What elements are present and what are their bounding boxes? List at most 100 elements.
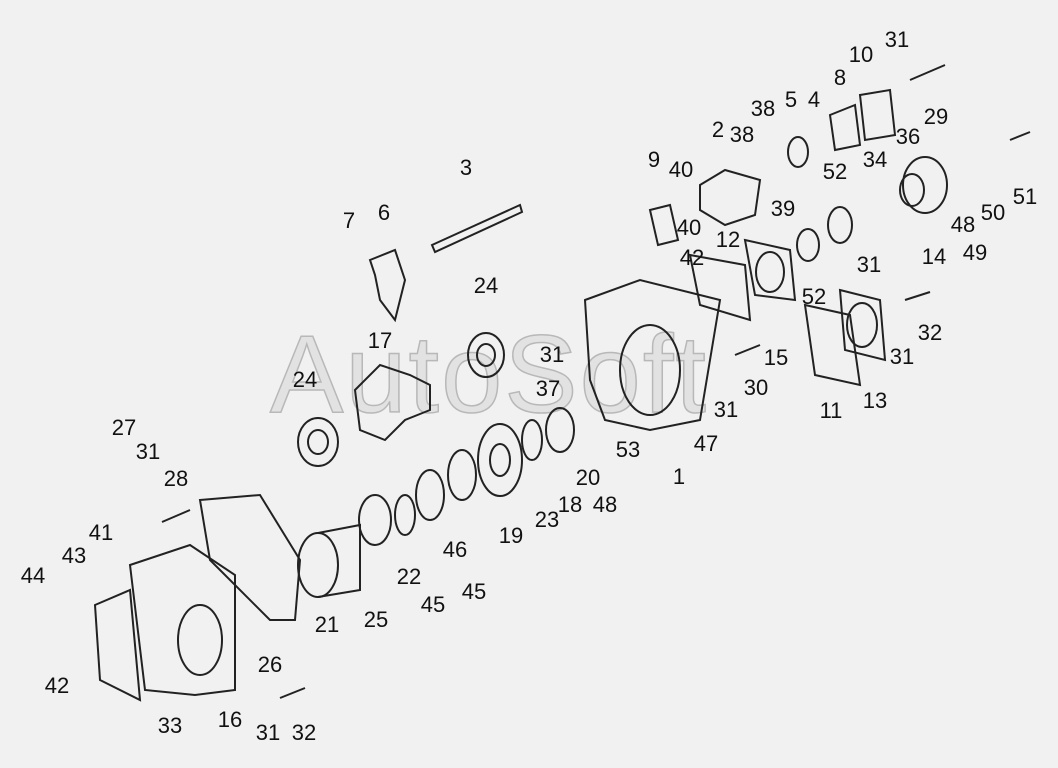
shaft-part-3 — [430, 203, 524, 254]
gasket-part-26 — [198, 493, 302, 621]
gasket-part-8 — [828, 103, 862, 152]
ring-part-22 — [394, 494, 416, 536]
gasket-part-11 — [803, 303, 862, 387]
callout-label: 33 — [157, 713, 183, 738]
bearing-part-24-top — [467, 332, 505, 378]
gear-part-21 — [297, 523, 361, 598]
plate-part-9 — [648, 203, 680, 247]
callout-label: 47 — [693, 431, 719, 456]
callout-label: 12 — [715, 227, 741, 252]
callout-label: 7 — [342, 208, 356, 233]
callout-label: 36 — [895, 124, 921, 149]
gasket-part-41 — [93, 588, 142, 702]
callout-label: 45 — [461, 579, 487, 604]
callout-label: 13 — [862, 388, 888, 413]
callout-label: 31 — [713, 397, 739, 422]
callout-label: 52 — [801, 284, 827, 309]
callout-label: 16 — [217, 707, 243, 732]
bolt-part-30 — [734, 344, 761, 356]
gear-part-5 — [787, 136, 809, 168]
callout-label: 22 — [396, 564, 422, 589]
callout-label: 34 — [862, 147, 888, 172]
callout-label: 26 — [257, 652, 283, 677]
callout-label: 39 — [770, 196, 796, 221]
bolt-part-28 — [161, 509, 191, 523]
callout-label: 6 — [377, 200, 391, 225]
callout-label: 19 — [498, 523, 524, 548]
callout-label: 48 — [950, 212, 976, 237]
bolt-part-32 — [279, 291, 931, 699]
bolt-part-51 — [1009, 131, 1031, 141]
callout-label: 31 — [255, 720, 281, 745]
watermark: AutoSoft — [269, 313, 708, 436]
callout-label: 24 — [292, 367, 318, 392]
cover-part-10 — [858, 88, 897, 142]
callout-label: 32 — [917, 320, 943, 345]
callout-label: 25 — [363, 607, 389, 632]
callout-label: 4 — [807, 87, 821, 112]
callout-label: 24 — [473, 273, 499, 298]
callout-label: 30 — [743, 375, 769, 400]
callout-label: 37 — [535, 376, 561, 401]
callout-label: 8 — [833, 65, 847, 90]
bearing-part-18 — [545, 407, 575, 453]
callout-label: 43 — [61, 543, 87, 568]
callout-label: 5 — [784, 87, 798, 112]
callout-label: 31 — [135, 439, 161, 464]
callout-label: 32 — [291, 720, 317, 745]
callout-label: 23 — [534, 507, 560, 532]
callout-label: 2 — [711, 117, 725, 142]
callout-label: 31 — [889, 344, 915, 369]
callout-label: 40 — [668, 157, 694, 182]
callout-label: 42 — [679, 245, 705, 270]
bolt-part-29 — [909, 64, 946, 81]
cover-part-15 — [743, 238, 797, 302]
callout-label: 31 — [539, 342, 565, 367]
callout-label: 31 — [884, 27, 910, 52]
callout-label: 11 — [819, 398, 843, 423]
callout-label: 29 — [923, 104, 949, 129]
seal-part-52b — [796, 228, 820, 262]
callout-label: 38 — [750, 96, 776, 121]
callout-label: 21 — [314, 612, 340, 637]
ring-part-23 — [521, 419, 543, 461]
callout-label: 20 — [575, 465, 601, 490]
callout-label: 49 — [962, 240, 988, 265]
seal-part-52a — [827, 206, 853, 244]
synchro-part-45a — [415, 469, 445, 521]
callout-label: 14 — [921, 244, 947, 269]
callout-label: 46 — [442, 537, 468, 562]
callout-label: 42 — [44, 673, 70, 698]
callout-label: 28 — [163, 466, 189, 491]
callout-label: 48 — [592, 492, 618, 517]
callout-label: 15 — [763, 345, 789, 370]
gear-part-19 — [477, 423, 523, 497]
callout-label: 52 — [822, 159, 848, 184]
main-housing-part-1 — [583, 278, 722, 432]
gasket-part-12 — [688, 253, 752, 322]
callout-label: 18 — [557, 492, 583, 517]
callout-label: 3 — [459, 155, 473, 180]
gear-shaft-part-17 — [353, 363, 431, 442]
shift-fork-part-6 — [368, 248, 407, 323]
rear-cover-part-16 — [128, 543, 236, 697]
callout-label: 51 — [1012, 184, 1038, 209]
flange-part-14 — [899, 156, 948, 214]
callout-label: 40 — [676, 215, 702, 240]
callout-label: 31 — [856, 252, 882, 277]
callout-label: 50 — [980, 200, 1006, 225]
callout-label: 27 — [111, 415, 137, 440]
callout-label: 17 — [367, 328, 393, 353]
callout-label: 38 — [729, 122, 755, 147]
callout-label: 53 — [615, 437, 641, 462]
cover-part-13 — [838, 288, 887, 362]
callout-label: 45 — [420, 592, 446, 617]
callout-label: 44 — [20, 563, 46, 588]
housing-part-2 — [699, 168, 762, 227]
ring-part-25 — [358, 494, 392, 546]
callout-label: 41 — [88, 520, 114, 545]
callout-label: 10 — [848, 42, 874, 67]
callout-label: 9 — [647, 147, 661, 172]
synchro-part-45b — [447, 449, 477, 501]
